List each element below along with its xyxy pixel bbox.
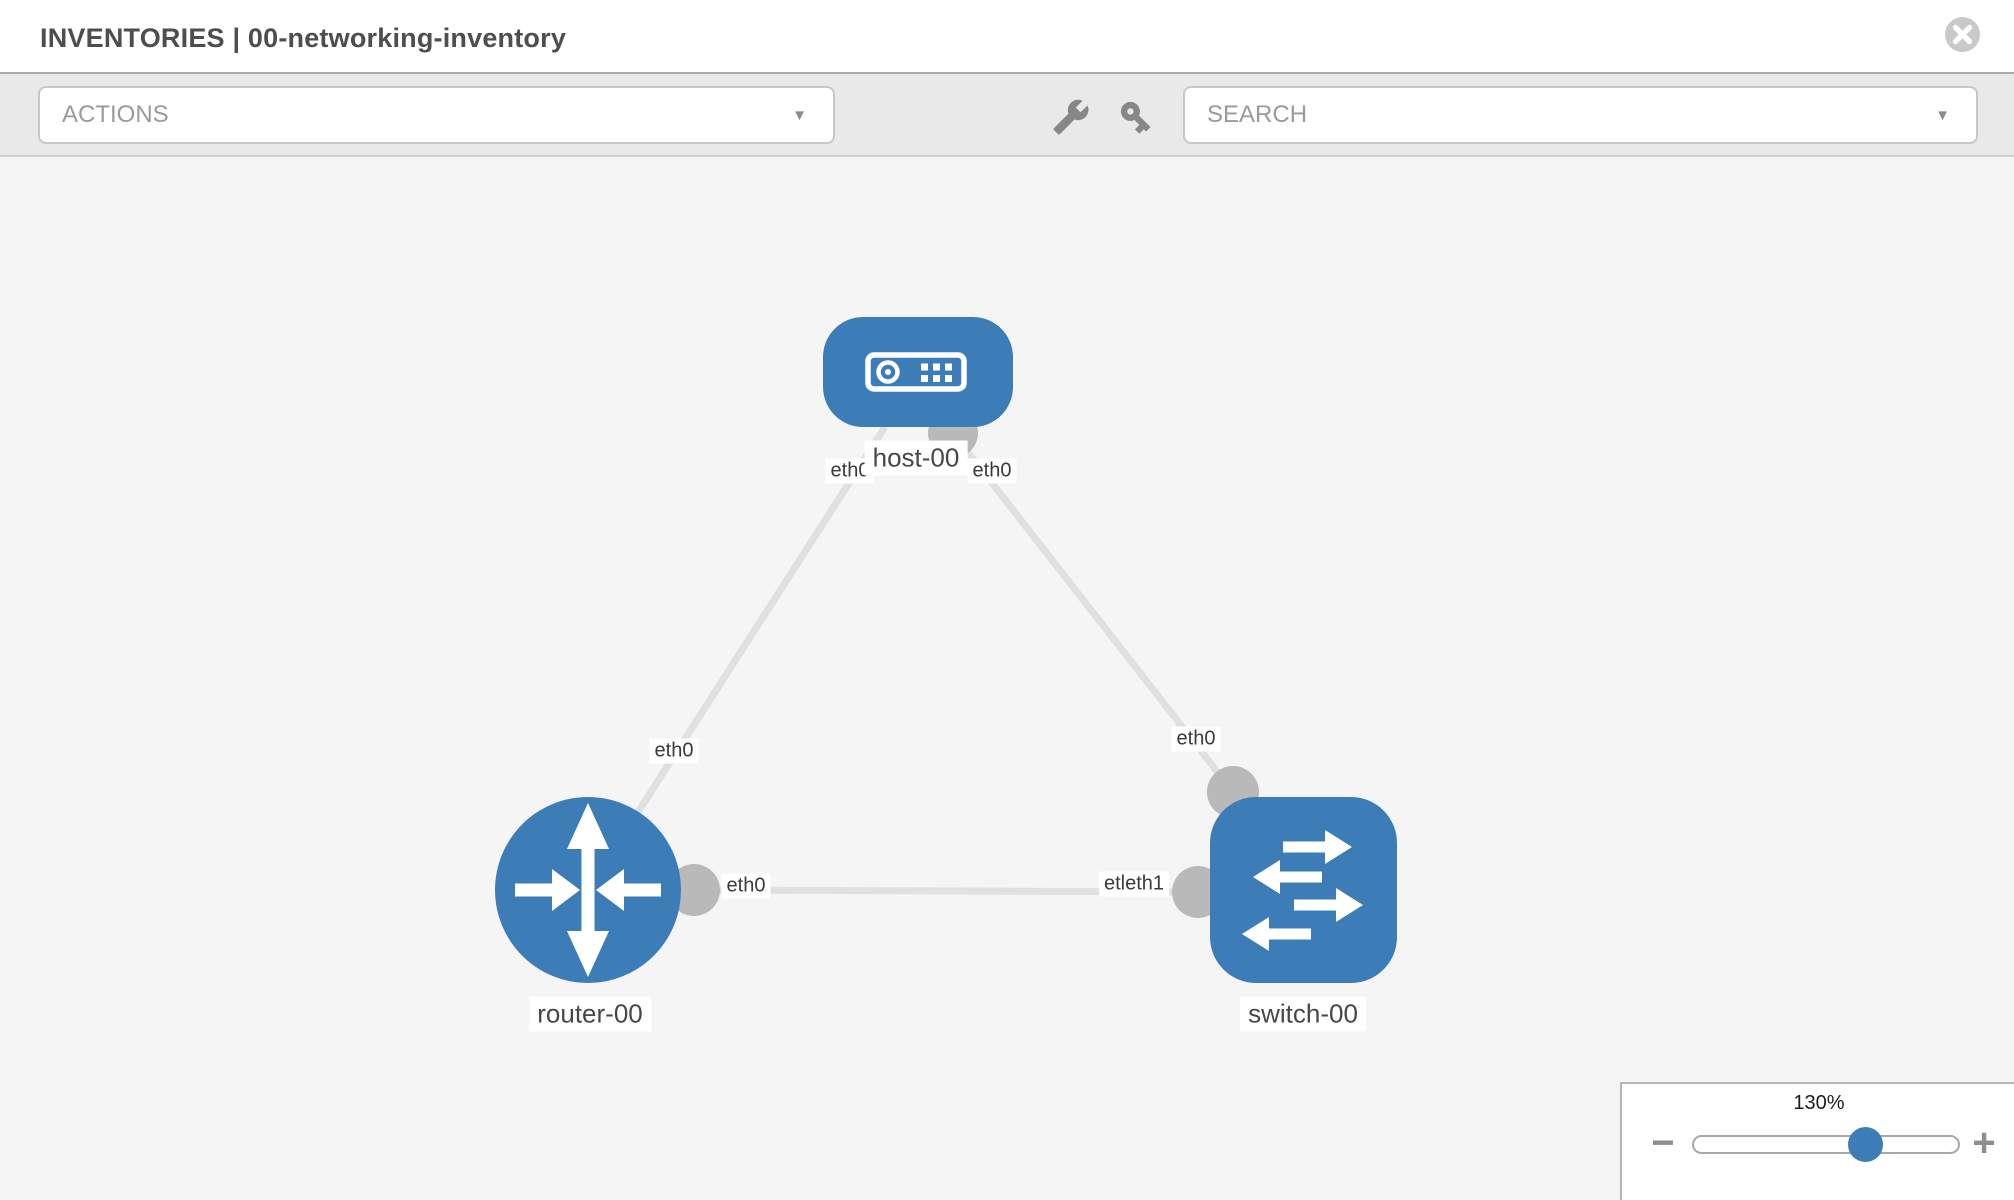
- node-label-router-00: router-00: [529, 996, 651, 1032]
- topology-graph: [495, 317, 1397, 983]
- topology-canvas[interactable]: eth0 eth0 eth0 eth0 eth0 etleth1 host-00…: [0, 157, 2014, 1200]
- zoom-level-value: 130%: [1793, 1092, 1845, 1114]
- if-label-switch-eth1-to-router: etleth1: [1098, 871, 1170, 897]
- page-title: INVENTORIES | 00-networking-inventory: [40, 23, 567, 53]
- tools-button[interactable]: [1052, 98, 1090, 136]
- minus-icon: −: [1651, 1121, 1675, 1165]
- node-label-host-00: host-00: [864, 440, 968, 476]
- if-label-router-eth0-to-switch: eth0: [721, 873, 771, 899]
- zoom-in-button[interactable]: +: [1965, 1120, 2003, 1166]
- search-dropdown[interactable]: SEARCH ▼: [1183, 86, 1978, 144]
- close-button[interactable]: [1944, 16, 1981, 53]
- actions-dropdown[interactable]: ACTIONS ▼: [38, 86, 835, 144]
- chevron-down-icon: ▼: [792, 107, 807, 124]
- chevron-down-icon: ▼: [1935, 107, 1950, 124]
- if-label-router-eth0-to-host: eth0: [649, 738, 699, 764]
- header: INVENTORIES | 00-networking-inventory: [0, 0, 2014, 72]
- if-label-switch-eth0-to-host: eth0: [1171, 726, 1221, 752]
- node-label-switch-00: switch-00: [1240, 996, 1366, 1032]
- key-button[interactable]: [1117, 98, 1155, 136]
- host-icon: [865, 352, 967, 392]
- zoom-slider-thumb[interactable]: [1848, 1127, 1883, 1162]
- search-dropdown-label: SEARCH: [1207, 101, 1308, 128]
- toolbar: ACTIONS ▼ SEARCH ▼: [0, 72, 2014, 157]
- node-router-00[interactable]: [495, 797, 681, 983]
- zoom-out-button[interactable]: −: [1644, 1120, 1682, 1166]
- close-icon: [1945, 17, 1980, 52]
- if-label-host-eth0-right: eth0: [967, 458, 1017, 484]
- port-router-eth0: [668, 864, 720, 916]
- switch-icon: [1242, 830, 1363, 951]
- actions-dropdown-label: ACTIONS: [62, 101, 169, 128]
- node-switch-00[interactable]: [1210, 797, 1397, 983]
- key-icon: [1120, 101, 1151, 134]
- zoom-panel: 130% − +: [1620, 1082, 2014, 1200]
- router-icon: [515, 803, 661, 977]
- wrench-icon: [1053, 99, 1089, 135]
- zoom-slider-track[interactable]: [1692, 1135, 1960, 1154]
- node-host-00[interactable]: [823, 317, 1013, 427]
- plus-icon: +: [1972, 1121, 1996, 1165]
